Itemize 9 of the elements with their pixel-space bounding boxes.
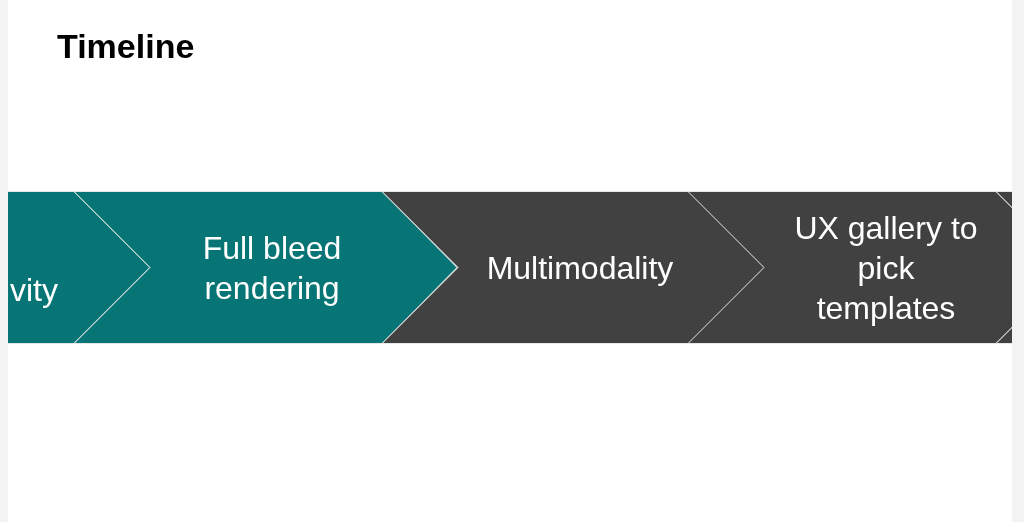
step-label: Full bleed rendering bbox=[201, 228, 343, 308]
chevron-step bbox=[8, 191, 151, 344]
chevron-step bbox=[688, 191, 1012, 344]
chevron-step bbox=[996, 191, 1012, 344]
step-label: UX gallery to pick templates bbox=[793, 208, 979, 328]
chevron-step bbox=[382, 191, 765, 344]
step-label: vity bbox=[10, 271, 58, 310]
step-label: Multimodality bbox=[486, 248, 674, 288]
slide-title: Timeline bbox=[57, 26, 195, 67]
